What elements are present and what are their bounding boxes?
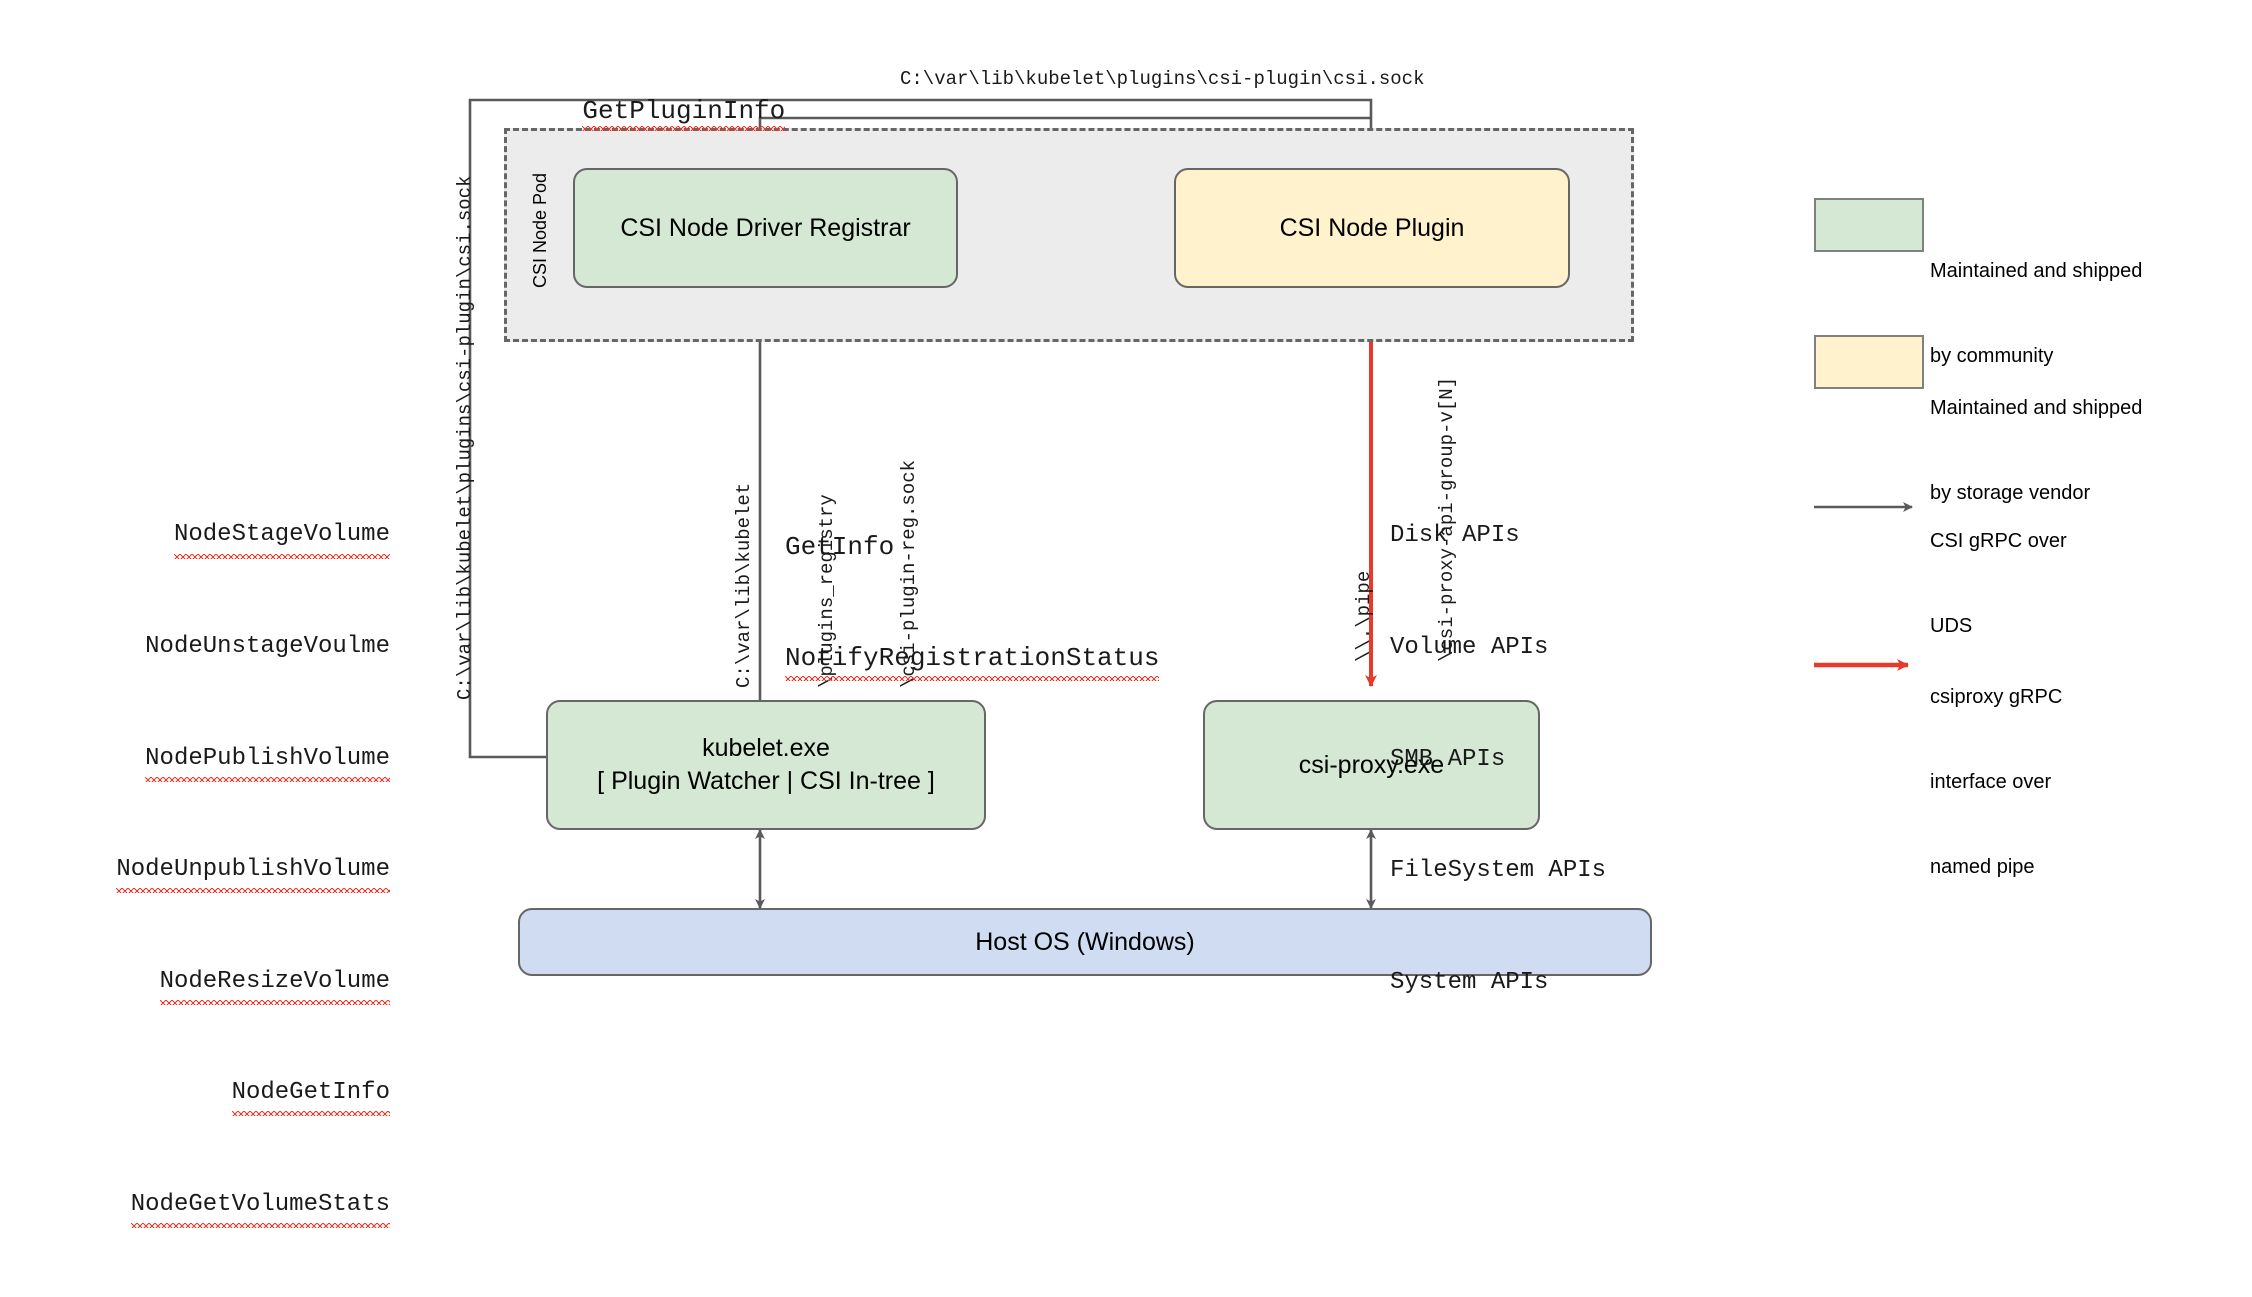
legend-arrow-red	[1814, 659, 1909, 671]
label-notifyregistrationstatus: NotifyRegistrationStatus	[785, 640, 1160, 682]
node-csi-node-plugin[interactable]: CSI Node Plugin	[1174, 168, 1570, 288]
api-item: NodeUnstageVoulme	[145, 632, 390, 660]
api-item: System APIs	[1390, 968, 1549, 996]
legend-line-2: by storage vendor	[1930, 481, 2091, 504]
api-item: FileSystem APIs	[1390, 857, 1607, 885]
api-item: SMB APIs	[1390, 745, 1506, 773]
legend-line-1: Maintained and shipped	[1930, 259, 2143, 282]
api-item: NodePublishVolume	[145, 740, 390, 782]
csi-proxy-api-list: Disk APIs Volume APIs SMB APIs FileSyste…	[1390, 443, 1606, 1075]
csi-node-pod-label: CSI Node Pod	[530, 172, 550, 288]
named-pipe-line-1: \\.\pipe	[1353, 570, 1376, 662]
api-item: NodeGetInfo	[231, 1074, 391, 1117]
legend-arrow-gray	[1814, 502, 1913, 512]
node-host-os[interactable]: Host OS (Windows)	[518, 908, 1652, 976]
node-csi-node-driver-registrar[interactable]: CSI Node Driver Registrar	[573, 168, 958, 288]
diagram-canvas: CSI Node Pod CSI Node Driver Registrar C…	[116, 66, 2142, 1229]
legend-text-vendor: Maintained and shipped by storage vendor	[1930, 337, 2142, 564]
label-getinfo: GetInfo	[785, 531, 895, 562]
legend-text-csi-grpc: CSI gRPC over UDS	[1930, 470, 2067, 697]
legend-line-2: interface over	[1930, 770, 2052, 793]
api-item: NodeStageVolume	[173, 516, 391, 559]
label-csi-sock-path-top: C:\var\lib\kubelet\plugins\csi-plugin\cs…	[900, 68, 1425, 90]
node-csi-proxy-exe[interactable]: csi-proxy.exe	[1203, 700, 1540, 830]
legend-line-3: named pipe	[1930, 856, 2035, 879]
legend-text-csiproxy-grpc: csiproxy gRPC interface over named pipe	[1930, 626, 2062, 938]
legend-line-2: by community	[1930, 344, 2054, 367]
legend-line-1: csiproxy gRPC	[1930, 685, 2063, 708]
node-label: csi-proxy.exe	[1298, 750, 1445, 779]
registry-sock-line-1: C:\var\lib\kubelet	[733, 482, 756, 688]
kubelet-line1: kubelet.exe	[702, 734, 830, 762]
label-getplugininfo: GetPluginInfo	[520, 66, 785, 156]
legend-line-2: UDS	[1930, 614, 1973, 637]
legend-line-1: CSI gRPC over	[1930, 529, 2067, 552]
label-getinfo-group: GetInfo NotifyRegistrationStatus	[785, 455, 1160, 750]
csi-node-api-list: NodeStageVolume NodeUnstageVoulme NodePu…	[60, 442, 391, 1297]
connector-getplugininfo	[468, 98, 1376, 759]
api-item: Volume APIs	[1390, 633, 1549, 661]
api-item: Disk APIs	[1390, 522, 1520, 550]
legend-text-community: Maintained and shipped by community	[1930, 200, 2142, 427]
label-getplugininfo-text: GetPluginInfo	[582, 96, 786, 131]
node-label: Host OS (Windows)	[975, 927, 1195, 956]
kubelet-line2: [ Plugin Watcher | CSI In-tree ]	[597, 767, 935, 795]
node-kubelet-exe[interactable]: kubelet.exe [ Plugin Watcher | CSI In-tr…	[546, 700, 986, 830]
api-item: NodeGetVolumeStats	[130, 1186, 391, 1229]
node-label: CSI Node Driver Registrar	[620, 213, 911, 242]
legend-swatch-vendor	[1814, 335, 1924, 389]
api-item: NodeUnpublishVolume	[116, 851, 390, 894]
legend-swatch-community	[1814, 198, 1924, 252]
label-csi-sock-path-vertical: C:\var\lib\kubelet\plugins\csi-plugin\cs…	[454, 175, 476, 701]
api-item: NodeResizeVolume	[159, 963, 391, 1006]
legend-line-1: Maintained and shipped	[1930, 396, 2143, 419]
node-label: CSI Node Plugin	[1279, 213, 1465, 242]
